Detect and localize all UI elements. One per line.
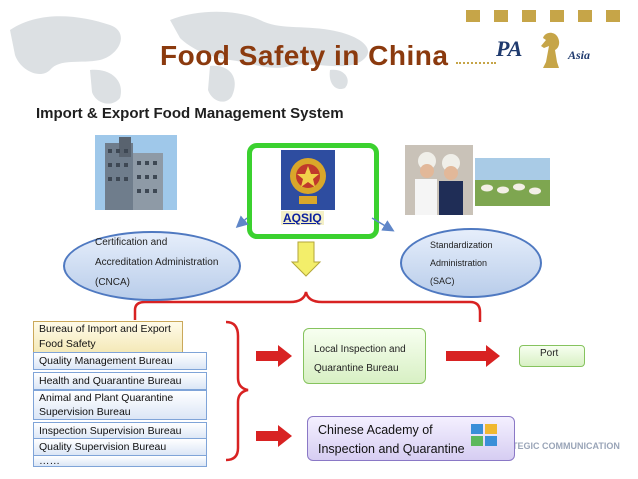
bureau-quality-supervision: Quality Supervision Bureau xyxy=(33,438,207,456)
bureau-import-export-food-safety: Bureau of Import and Export Food Safety xyxy=(33,321,183,353)
academy-label: Chinese Academy of Inspection and Quaran… xyxy=(318,421,488,459)
logo-text: PA xyxy=(496,36,522,62)
bureau-health-quarantine: Health and Quarantine Bureau xyxy=(33,372,207,390)
cnca-line-2: Accreditation Administration xyxy=(95,253,245,273)
page-subtitle: Import & Export Food Management System xyxy=(36,105,344,122)
decorative-squares xyxy=(456,0,638,30)
sac-label: Standardization Administration (SAC) xyxy=(430,236,530,290)
cnca-label: Certification and Accreditation Administ… xyxy=(95,233,245,293)
aqsiq-label: AQSIQ xyxy=(281,211,324,225)
emblem-icon xyxy=(281,150,335,210)
livestock-photo xyxy=(475,158,550,206)
bureau-animal-plant-quarantine: Animal and Plant Quarantine Supervision … xyxy=(33,390,207,420)
academy-logo-icon xyxy=(470,423,498,447)
chess-knight-icon xyxy=(537,30,563,70)
building-photo xyxy=(95,135,177,210)
sac-line-2: Administration xyxy=(430,254,530,272)
academy-line-2: Inspection and Quarantine xyxy=(318,440,488,459)
sac-line-1: Standardization xyxy=(430,236,530,254)
bureau-quality-management: Quality Management Bureau xyxy=(33,352,207,370)
footer-tagline: TEGIC COMMUNICATION xyxy=(512,441,620,451)
port-label: Port xyxy=(540,348,558,359)
academy-line-1: Chinese Academy of xyxy=(318,421,488,440)
cnca-line-3: (CNCA) xyxy=(95,273,245,293)
sac-line-3: (SAC) xyxy=(430,272,530,290)
dotted-rule xyxy=(456,62,496,64)
local-line-2: Quarantine Bureau xyxy=(314,359,424,378)
inspectors-photo xyxy=(405,145,473,215)
cnca-line-1: Certification and xyxy=(95,233,245,253)
local-line-1: Local Inspection and xyxy=(314,340,424,359)
bureau-more: …… xyxy=(33,455,207,467)
logo-subtext: Asia xyxy=(568,48,590,63)
page-title: Food Safety in China xyxy=(160,40,448,72)
local-bureau-label: Local Inspection and Quarantine Bureau xyxy=(314,340,424,378)
